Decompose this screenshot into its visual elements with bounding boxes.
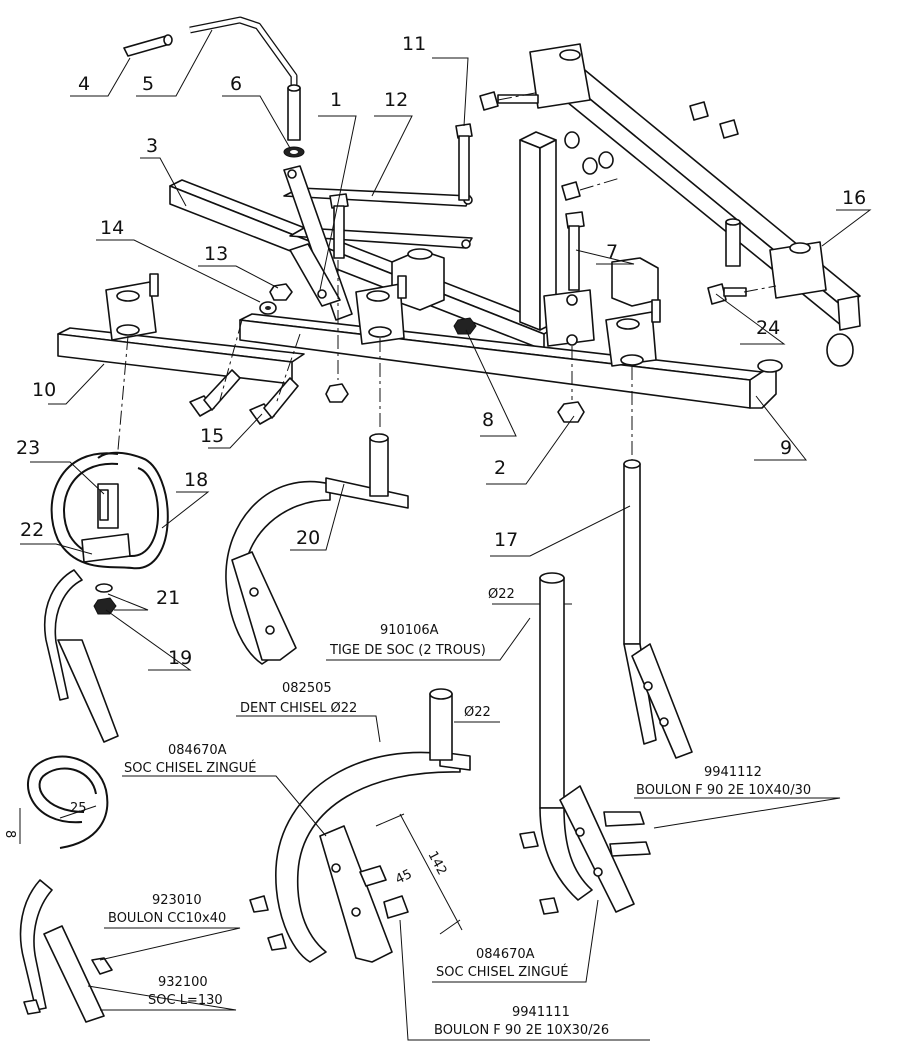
ref-name-084670A-top: SOC CHISEL ZINGUÉ [124, 760, 257, 776]
label-19: 19 [168, 647, 192, 669]
crank-5 [189, 16, 301, 141]
chisel-tooth-20 [225, 433, 409, 665]
leader-lines [20, 29, 872, 1041]
ref-code-932100: 932100 [158, 975, 208, 990]
dimension-lines [19, 603, 572, 935]
label-1: 1 [330, 89, 342, 111]
label-23: 23 [16, 437, 40, 459]
ref-name-9941112: BOULON F 90 2E 10X40/30 [636, 783, 811, 798]
bolt-7 [565, 211, 585, 291]
ref-code-910106A: 910106A [380, 623, 439, 638]
beam-16 [529, 43, 861, 367]
label-2: 2 [494, 457, 506, 479]
label-10: 10 [32, 379, 56, 401]
ref-code-923010: 923010 [152, 893, 202, 908]
ref-name-9941111: BOULON F 90 2E 10X30/26 [434, 1023, 609, 1038]
nut-lower [325, 383, 349, 403]
dim-d22-mid: Ø22 [464, 705, 491, 720]
spring-tine-detail [19, 755, 113, 1023]
post-7 [519, 131, 595, 347]
label-9: 9 [780, 437, 792, 459]
label-6: 6 [230, 73, 242, 95]
chisel-tooth-082505 [249, 688, 471, 963]
ref-code-084670A-bottom: 084670A [476, 947, 535, 962]
ref-name-084670A-bottom: SOC CHISEL ZINGUÉ [436, 964, 569, 980]
spring-tine-18 [44, 451, 169, 743]
nut-8 [453, 317, 477, 335]
dim-25: 25 [70, 801, 87, 816]
label-24: 24 [756, 317, 780, 339]
label-8: 8 [482, 409, 494, 431]
ref-name-923010: BOULON CC10x40 [108, 911, 226, 926]
label-22: 22 [20, 519, 44, 541]
label-7: 7 [606, 241, 618, 263]
label-13: 13 [204, 243, 228, 265]
reference-labels: 910106A TIGE DE SOC (2 TROUS) 082505 DEN… [108, 623, 811, 1038]
bolts-16-right [479, 91, 741, 267]
label-11: 11 [402, 33, 426, 55]
dim-d22-top: Ø22 [488, 587, 515, 602]
label-5: 5 [142, 73, 154, 95]
washer-6 [283, 146, 305, 158]
ref-name-932100: SOC L=130 [148, 993, 223, 1008]
strap-1 [283, 165, 353, 321]
pin-4 [123, 34, 173, 57]
dim-142: 142 [424, 849, 449, 878]
ref-code-9941111: 9941111 [512, 1005, 570, 1020]
part-number-labels: 4 5 6 1 12 11 3 14 13 7 16 24 10 15 8 2 … [16, 33, 866, 669]
ref-code-9941112: 9941112 [704, 765, 762, 780]
nut-13 [269, 283, 293, 301]
ref-code-084670A-top: 084670A [168, 743, 227, 758]
label-20: 20 [296, 527, 320, 549]
label-17: 17 [494, 529, 518, 551]
ref-code-082505: 082505 [282, 681, 332, 696]
washer-14 [259, 301, 277, 315]
chisel-shank-17 [623, 459, 693, 759]
label-15: 15 [200, 425, 224, 447]
label-14: 14 [100, 217, 124, 239]
assembly-axes [117, 91, 777, 460]
label-21: 21 [156, 587, 180, 609]
label-12: 12 [384, 89, 408, 111]
bolt-24 [707, 283, 747, 305]
shank-910106A [519, 572, 651, 915]
dim-45: 45 [393, 867, 414, 888]
shank-clamps [105, 273, 661, 367]
bolt-11 [455, 123, 473, 201]
nut-2 [557, 401, 585, 423]
dim-8: 8 [2, 830, 17, 838]
label-16: 16 [842, 187, 866, 209]
ref-name-910106A: TIGE DE SOC (2 TROUS) [329, 643, 486, 658]
label-3: 3 [146, 135, 158, 157]
ref-name-082505: DENT CHISEL Ø22 [240, 701, 357, 716]
bolt-center [329, 193, 349, 259]
label-4: 4 [78, 73, 90, 95]
label-18: 18 [184, 469, 208, 491]
